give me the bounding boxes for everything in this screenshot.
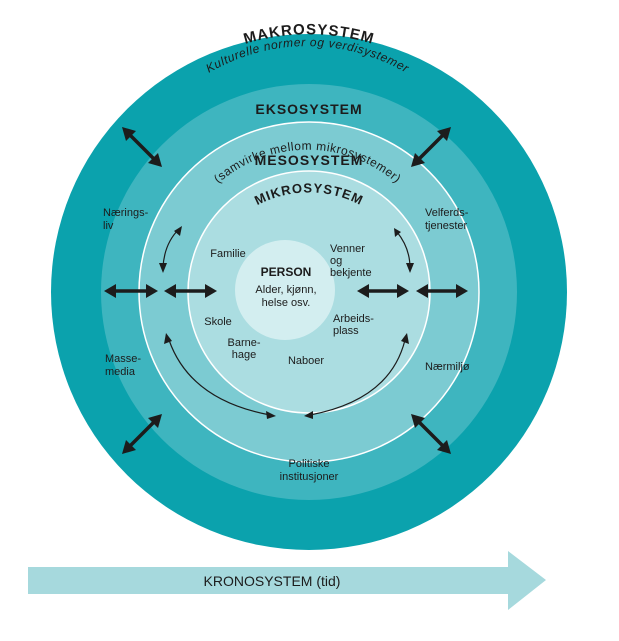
curved-arrow-upper-right-icon xyxy=(394,228,414,273)
diagonal-arrow-bottom-right-icon xyxy=(411,414,451,454)
ekso-item-naeringsliv-2: liv xyxy=(103,220,114,232)
horizontal-arrow-right-inner-icon xyxy=(357,284,409,298)
person-line-1: Alder, kjønn, xyxy=(255,284,316,296)
mesosystem-title: MESOSYSTEM xyxy=(255,152,364,168)
diagonal-arrow-top-left-icon xyxy=(122,127,162,167)
mikro-item-naboer: Naboer xyxy=(288,355,324,367)
curved-arrow-upper-left-icon xyxy=(159,226,182,273)
person-circle xyxy=(235,240,335,340)
ekso-item-velferdstjenester-1: Velferds- xyxy=(425,207,469,219)
diagonal-arrow-bottom-left-icon xyxy=(122,414,162,454)
horizontal-arrow-right-outer-icon xyxy=(416,284,468,298)
mikro-item-arbeidsplass-1: Arbeids- xyxy=(333,313,374,325)
ekso-item-politiske-1: Politiske xyxy=(289,458,330,470)
ekso-item-massemedia-2: media xyxy=(105,366,136,378)
mikro-item-barnehage-1: Barne- xyxy=(227,337,260,349)
horizontal-arrow-left-inner-icon xyxy=(164,284,217,298)
ekso-item-massemedia-1: Masse- xyxy=(105,353,141,365)
curved-arrow-lower-left-icon xyxy=(164,333,276,419)
ekso-item-naeringsliv-1: Nærings- xyxy=(103,207,149,219)
kronosystem-label: KRONOSYSTEM (tid) xyxy=(204,573,341,589)
curved-arrow-lower-right-icon xyxy=(304,333,409,419)
ekso-item-velferdstjenester-2: tjenester xyxy=(425,220,468,232)
mikro-item-skole: Skole xyxy=(204,316,232,328)
mikro-item-arbeidsplass-2: plass xyxy=(333,325,359,337)
mikro-item-barnehage-2: hage xyxy=(232,349,256,361)
diagonal-arrow-top-right-icon xyxy=(411,127,451,167)
mikro-item-venner-1: Venner xyxy=(330,243,365,255)
eksosystem-title: EKSOSYSTEM xyxy=(255,101,362,117)
kronosystem-arrow-icon xyxy=(28,551,546,610)
ekso-item-naermiljo: Nærmiljø xyxy=(425,361,470,373)
ekso-item-politiske-2: institusjoner xyxy=(280,471,339,483)
mikro-item-familie: Familie xyxy=(210,248,245,260)
horizontal-arrow-left-outer-icon xyxy=(104,284,158,298)
mikro-item-venner-3: bekjente xyxy=(330,267,372,279)
person-title: PERSON xyxy=(261,265,312,279)
mikro-item-venner-2: og xyxy=(330,255,342,267)
person-line-2: helse osv. xyxy=(262,297,311,309)
